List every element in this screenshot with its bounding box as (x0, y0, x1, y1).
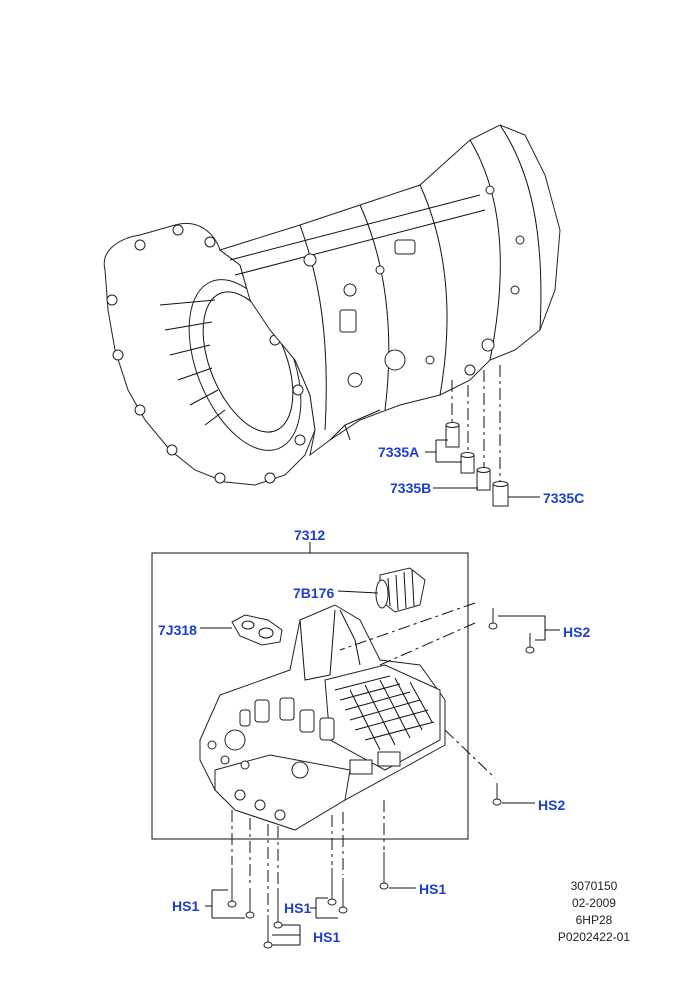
callout-hs1-left[interactable]: HS1 (172, 898, 200, 914)
transmission-model: 6HP28 (575, 913, 613, 927)
dowel-pin-7335a-lower (460, 452, 475, 474)
callout-hs2-top[interactable]: HS2 (563, 624, 591, 640)
transmission-housing-drawing (103, 124, 561, 486)
solenoid-connector-7b176 (375, 567, 426, 613)
dowel-pin-7335c (492, 481, 509, 507)
screw-hs2-top-2 (525, 633, 535, 654)
illustration-id: P0202422-01 (557, 930, 630, 944)
screw-hs2-bottom (492, 783, 502, 806)
callout-7335b[interactable]: 7335B (390, 480, 432, 496)
pin-leader-lines (451, 365, 501, 485)
screw-hs2-top-1 (488, 608, 498, 630)
reference-date: 02-2009 (571, 896, 616, 910)
callout-7335c[interactable]: 7335C (543, 490, 585, 506)
callout-hs1-bottom[interactable]: HS1 (313, 929, 341, 945)
hs1-screws-drawing (205, 800, 416, 949)
callout-hs1-right[interactable]: HS1 (419, 881, 447, 897)
callout-7b176[interactable]: 7B176 (293, 585, 335, 601)
callout-hs2-bottom[interactable]: HS2 (538, 797, 566, 813)
valve-body-drawing (199, 604, 446, 831)
drawing-reference-block: 3070150 02-2009 6HP28 P0202422-01 (558, 878, 630, 946)
callout-7335a[interactable]: 7335A (378, 444, 420, 460)
callout-7j318[interactable]: 7J318 (158, 622, 197, 638)
seal-7j318 (231, 614, 283, 646)
reference-number: 3070150 (570, 879, 618, 893)
callout-hs1-mid[interactable]: HS1 (284, 900, 312, 916)
dowel-pin-7335a-upper (445, 422, 460, 448)
callout-7312[interactable]: 7312 (294, 527, 326, 543)
dowel-pin-7335b (476, 467, 491, 491)
